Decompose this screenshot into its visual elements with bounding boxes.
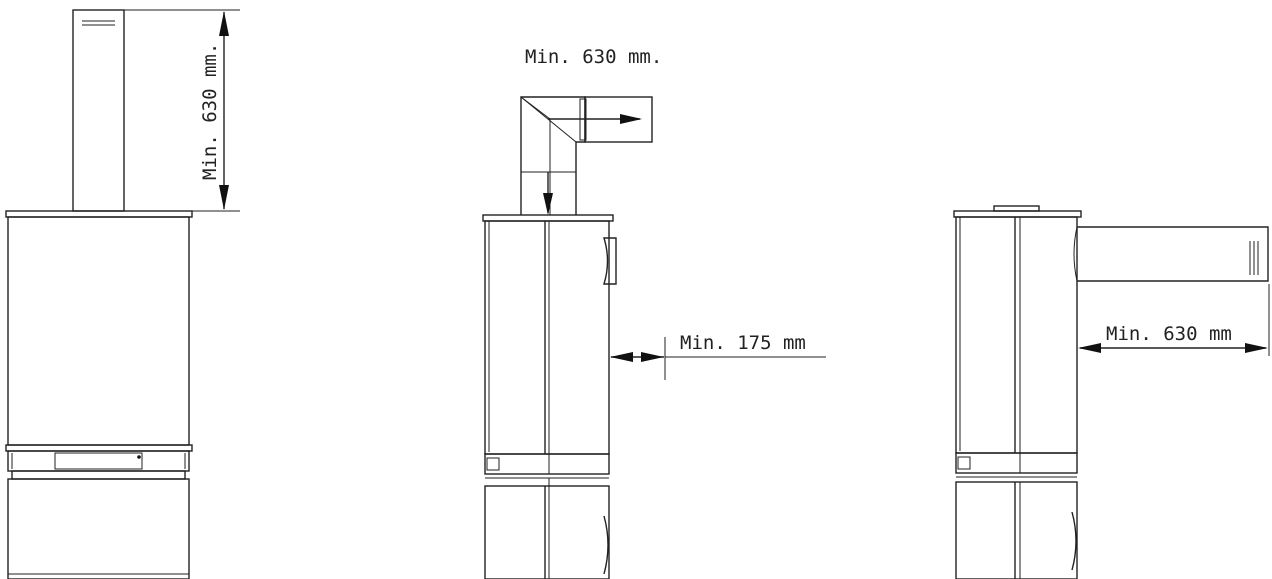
side-rear-dimension bbox=[610, 337, 826, 380]
front-ash-drawer bbox=[7, 450, 190, 472]
front-pedestal bbox=[7, 478, 190, 579]
side-handle bbox=[603, 237, 617, 285]
side-rear-clearance-label: Min. 175 mm bbox=[680, 332, 806, 354]
front-drawer-panel bbox=[54, 452, 143, 470]
front-stove-body bbox=[7, 216, 190, 446]
front-flue-pipe bbox=[72, 9, 125, 212]
front-drawer-knob bbox=[137, 455, 141, 459]
side-stove-body bbox=[484, 220, 610, 455]
side-view: Min. 630 mm. Min. 175 mm bbox=[482, 46, 826, 579]
rear-flue-clearance-label: Min. 630 mm bbox=[1106, 323, 1232, 345]
rear-top-plate bbox=[953, 210, 1082, 218]
side-top-clearance-label: Min. 630 mm. bbox=[525, 46, 662, 68]
front-top-plate bbox=[5, 210, 193, 218]
rear-flue-dimension bbox=[1078, 284, 1270, 356]
side-top-plate bbox=[482, 214, 614, 222]
front-view: Min. 630 mm. bbox=[5, 9, 240, 579]
rear-pedestal bbox=[955, 481, 1078, 579]
side-pedestal bbox=[484, 485, 610, 579]
front-top-dimension bbox=[124, 9, 240, 212]
rear-flue-view: Min. 630 mm bbox=[953, 205, 1270, 579]
front-top-clearance-label: Min. 630 mm. bbox=[199, 43, 221, 180]
rear-flue-pipe bbox=[1073, 226, 1269, 282]
front-base-plate bbox=[5, 444, 193, 452]
side-top-dimension bbox=[543, 114, 642, 215]
rear-stove-body bbox=[955, 216, 1078, 454]
side-flue-elbow bbox=[520, 96, 653, 215]
